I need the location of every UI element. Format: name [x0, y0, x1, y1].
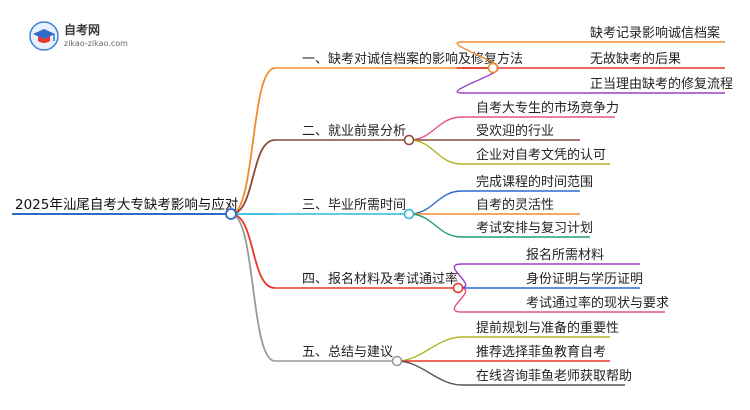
- branch-label-3[interactable]: 三、毕业所需时间: [302, 198, 406, 213]
- site-logo[interactable]: 自考网 zikao-zikao.com: [28, 20, 148, 54]
- child-label-3-2[interactable]: 自考的灵活性: [476, 197, 554, 213]
- branch-label-4[interactable]: 四、报名材料及考试通过率: [302, 271, 458, 287]
- child-connector-3-3: [408, 213, 463, 238]
- child-label-5-1[interactable]: 提前规划与准备的重要性: [476, 320, 619, 336]
- child-label-3-1[interactable]: 完成课程的时间范围: [476, 174, 593, 190]
- child-label-5-3[interactable]: 在线咨询菲鱼老师获取帮助: [476, 368, 632, 384]
- branch-node-1[interactable]: [487, 62, 499, 74]
- child-label-5-2[interactable]: 推荐选择菲鱼教育自考: [476, 344, 606, 360]
- branch-label-2[interactable]: 二、就业前景分析: [302, 123, 406, 139]
- child-label-2-3[interactable]: 企业对自考文凭的认可: [476, 147, 606, 163]
- logo-url: zikao-zikao.com: [64, 39, 128, 48]
- child-label-3-3[interactable]: 考试安排与复习计划: [476, 221, 593, 236]
- branch-node-5[interactable]: [391, 355, 403, 367]
- branch-node-2[interactable]: [403, 134, 415, 146]
- child-label-1-1[interactable]: 缺考记录影响诚信档案: [590, 25, 720, 41]
- child-connector-5-3: [396, 360, 463, 386]
- branch-label-5[interactable]: 五、总结与建议: [302, 345, 393, 360]
- child-connector-5-1: [396, 336, 463, 362]
- logo-title: 自考网: [64, 23, 101, 37]
- child-label-4-3[interactable]: 考试通过率的现状与要求: [526, 295, 669, 311]
- child-label-1-3[interactable]: 正当理由缺考的修复流程: [590, 76, 733, 92]
- child-connector-3-1: [408, 190, 463, 215]
- branch-connector-1: [230, 67, 276, 215]
- branch-connector-4: [230, 213, 276, 289]
- root-label[interactable]: 2025年汕尾自考大专缺考影响与应对: [15, 196, 238, 213]
- child-connector-2-1: [408, 116, 463, 141]
- child-connector-4-1: [453, 263, 467, 289]
- branch-label-1[interactable]: 一、缺考对诚信档案的影响及修复方法: [302, 51, 523, 67]
- branch-node-4[interactable]: [452, 282, 464, 294]
- child-label-4-2[interactable]: 身份证明与学历证明: [526, 271, 643, 287]
- child-label-2-2[interactable]: 受欢迎的行业: [476, 123, 554, 139]
- child-label-4-1[interactable]: 报名所需材料: [526, 247, 604, 263]
- graduation-cap-icon: [29, 21, 59, 51]
- child-connector-2-3: [408, 139, 463, 165]
- branch-node-3[interactable]: [403, 208, 415, 220]
- root-node[interactable]: [225, 208, 237, 220]
- child-connector-4-3: [453, 287, 467, 313]
- child-label-2-1[interactable]: 自考大专生的市场竞争力: [476, 100, 619, 116]
- branch-connector-2: [230, 139, 276, 215]
- child-label-1-2[interactable]: 无故缺考的后果: [590, 51, 681, 67]
- branch-connector-5: [230, 213, 276, 362]
